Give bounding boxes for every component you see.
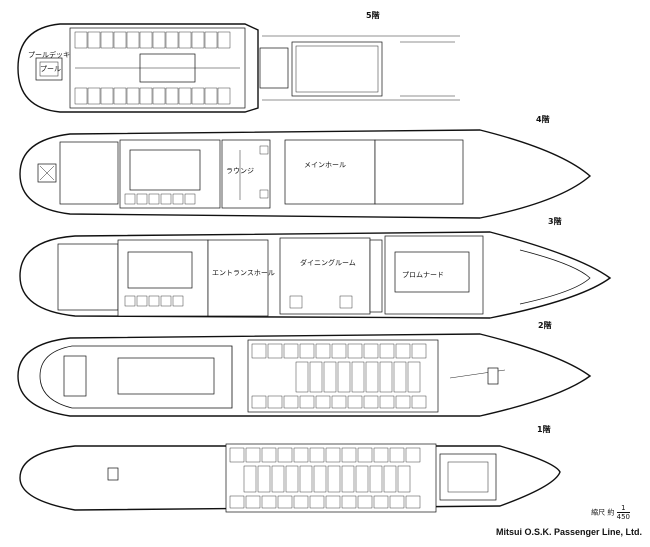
deck-1-cabins [229,447,421,509]
deck-4-label: 4階 [536,115,550,124]
deck-1-plan [19,443,561,513]
deck-5-cabins [74,31,231,105]
scale-label: 縮尺 約 1 450 [591,504,630,521]
pool-label: プール [40,65,61,73]
main-hall-label: メインホール [304,161,346,169]
dining-label: ダイニングルーム [300,259,356,267]
scale-denominator: 450 [616,513,630,521]
entrance-hall-label: エントランスホール [212,269,275,277]
scale-prefix: 縮尺 約 [591,508,615,517]
deck-2-plan [17,333,592,417]
deck-5-pool [35,57,63,81]
deck-2-cabins [251,343,427,409]
deck-1-label: 1階 [537,425,551,434]
company-credit: Mitsui O.S.K. Passenger Line, Ltd. [495,527,642,537]
deck-5-plan [17,23,460,113]
deck-3-label: 3階 [548,217,562,226]
deck-2-label: 2階 [538,321,552,330]
deck-5-label: 5階 [366,11,380,20]
lounge-label: ラウンジ [226,167,254,175]
promenade-label: プロムナード [402,271,444,279]
pool-deck-label: プールデッキ [28,51,70,59]
deck-4-plan [19,129,592,219]
deck-3-plan [19,231,612,319]
scale-numerator: 1 [616,504,630,513]
